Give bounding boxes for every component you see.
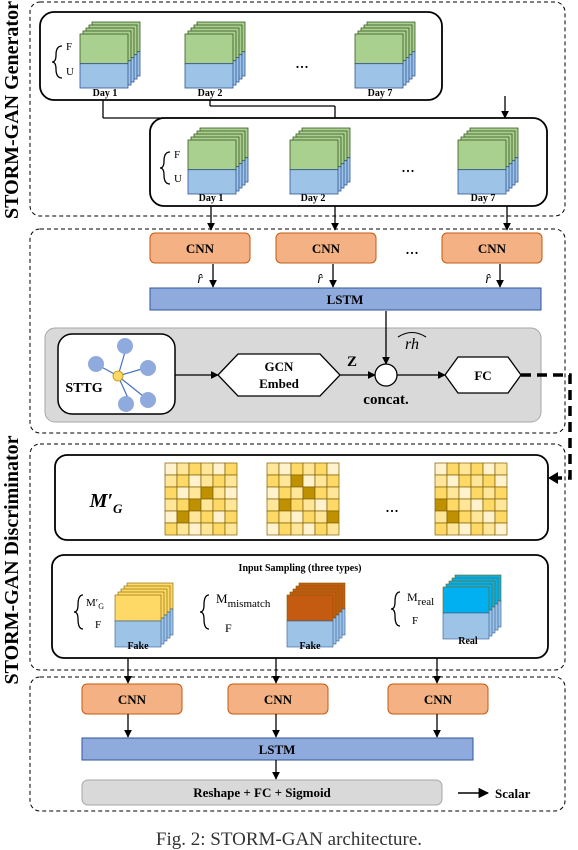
row1-legend-top: F bbox=[66, 41, 72, 53]
generator-title: STORM-GAN Generator bbox=[1, 1, 23, 219]
sampling-title: Input Sampling (three types) bbox=[239, 563, 362, 574]
stack-day1-r2 bbox=[187, 127, 249, 195]
row2-day1: Day 1 bbox=[199, 193, 224, 204]
lstm-box-bottom bbox=[81, 737, 474, 761]
lstm-box-top bbox=[149, 287, 542, 311]
generator-section: STORM-GAN Generator F U Day 1 Day 2 Day … bbox=[1, 1, 566, 219]
real-top: Mreal bbox=[407, 590, 434, 608]
cnn-label-2: CNN bbox=[312, 241, 341, 256]
fake1-caption: Fake bbox=[127, 641, 149, 652]
real-caption: Real bbox=[458, 636, 478, 647]
stack-day1-r1 bbox=[79, 21, 141, 89]
matrix-2 bbox=[266, 462, 340, 536]
stack-day7-r1 bbox=[354, 21, 416, 89]
real-bottom: F bbox=[412, 615, 418, 627]
figure-caption: Fig. 2: STORM-GAN architecture. bbox=[156, 829, 422, 850]
rh-hat-label: rh bbox=[405, 336, 419, 353]
middle-section: CNN CNN CNN ... r̂ r̂ r̂ LSTM bbox=[29, 228, 566, 434]
row1-legend-bottom: U bbox=[66, 66, 74, 78]
matrix-1 bbox=[164, 462, 238, 536]
fake1-top: M′G bbox=[86, 597, 104, 611]
row1-ellipsis: ... bbox=[295, 52, 309, 72]
gcn-line2: Embed bbox=[259, 376, 300, 391]
cnn-label-b1: CNN bbox=[118, 692, 147, 707]
cnn-box-1 bbox=[149, 232, 251, 264]
bottom-section: CNN CNN CNN LSTM Reshape + FC + Sigmoid … bbox=[29, 676, 566, 812]
row2-ellipsis: ... bbox=[401, 156, 415, 176]
r-hat-1: r̂ bbox=[197, 272, 203, 287]
matrix-3 bbox=[434, 462, 508, 536]
cnn-box-b2 bbox=[227, 683, 329, 715]
cnn-ellipsis: ... bbox=[405, 238, 419, 258]
stack-day2-r1 bbox=[184, 21, 246, 89]
cnn-box-2 bbox=[275, 232, 377, 264]
row2-legend-bottom: U bbox=[174, 173, 182, 185]
feedback-dashed-line bbox=[521, 373, 572, 480]
z-label: Z bbox=[347, 354, 357, 370]
row1-day2: Day 2 bbox=[198, 88, 223, 99]
sttg-graph bbox=[88, 338, 156, 412]
row2-legend-top: F bbox=[174, 149, 180, 161]
fc-label: FC bbox=[474, 368, 491, 383]
fake2-top: Mmismatch bbox=[216, 591, 271, 610]
r-hat-3: r̂ bbox=[485, 272, 491, 287]
discriminator-section: STORM-GAN Discriminator M′G ... Input Sa… bbox=[1, 435, 566, 685]
cnn-label-b2: CNN bbox=[264, 692, 293, 707]
lstm-label-top: LSTM bbox=[327, 292, 364, 307]
output-label: Scalar bbox=[495, 786, 531, 801]
cnn-box-3 bbox=[441, 232, 543, 264]
sttg-label: STTG bbox=[65, 381, 102, 396]
stack-day2-r2 bbox=[289, 127, 351, 195]
row2-day2: Day 2 bbox=[301, 193, 326, 204]
concat-label: concat. bbox=[363, 392, 409, 408]
fake1-bottom: F bbox=[95, 619, 101, 631]
cnn-box-b1 bbox=[81, 683, 183, 715]
stack-fake2 bbox=[286, 582, 346, 648]
cnn-label-1: CNN bbox=[186, 241, 215, 256]
concat-node bbox=[374, 363, 398, 387]
lstm-label-bottom: LSTM bbox=[259, 742, 296, 757]
stack-real bbox=[442, 574, 502, 640]
fake2-bottom: F bbox=[225, 621, 232, 635]
row1-day1: Day 1 bbox=[93, 88, 118, 99]
gcn-line1: GCN bbox=[265, 359, 295, 374]
row2-day7: Day 7 bbox=[471, 193, 496, 204]
head-label: Reshape + FC + Sigmoid bbox=[193, 785, 331, 800]
stack-day7-r2 bbox=[457, 127, 519, 195]
cnn-label-3: CNN bbox=[478, 241, 507, 256]
discriminator-title: STORM-GAN Discriminator bbox=[1, 435, 23, 684]
row1-day7: Day 7 bbox=[368, 88, 393, 99]
fake2-caption: Fake bbox=[299, 641, 321, 652]
matrix-ellipsis: ... bbox=[385, 496, 399, 516]
cnn-label-b3: CNN bbox=[424, 692, 453, 707]
mg-label: M′G bbox=[89, 490, 123, 516]
head-box bbox=[81, 779, 443, 806]
stack-fake1 bbox=[114, 582, 174, 648]
cnn-box-b3 bbox=[387, 683, 489, 715]
r-hat-2: r̂ bbox=[317, 272, 323, 287]
